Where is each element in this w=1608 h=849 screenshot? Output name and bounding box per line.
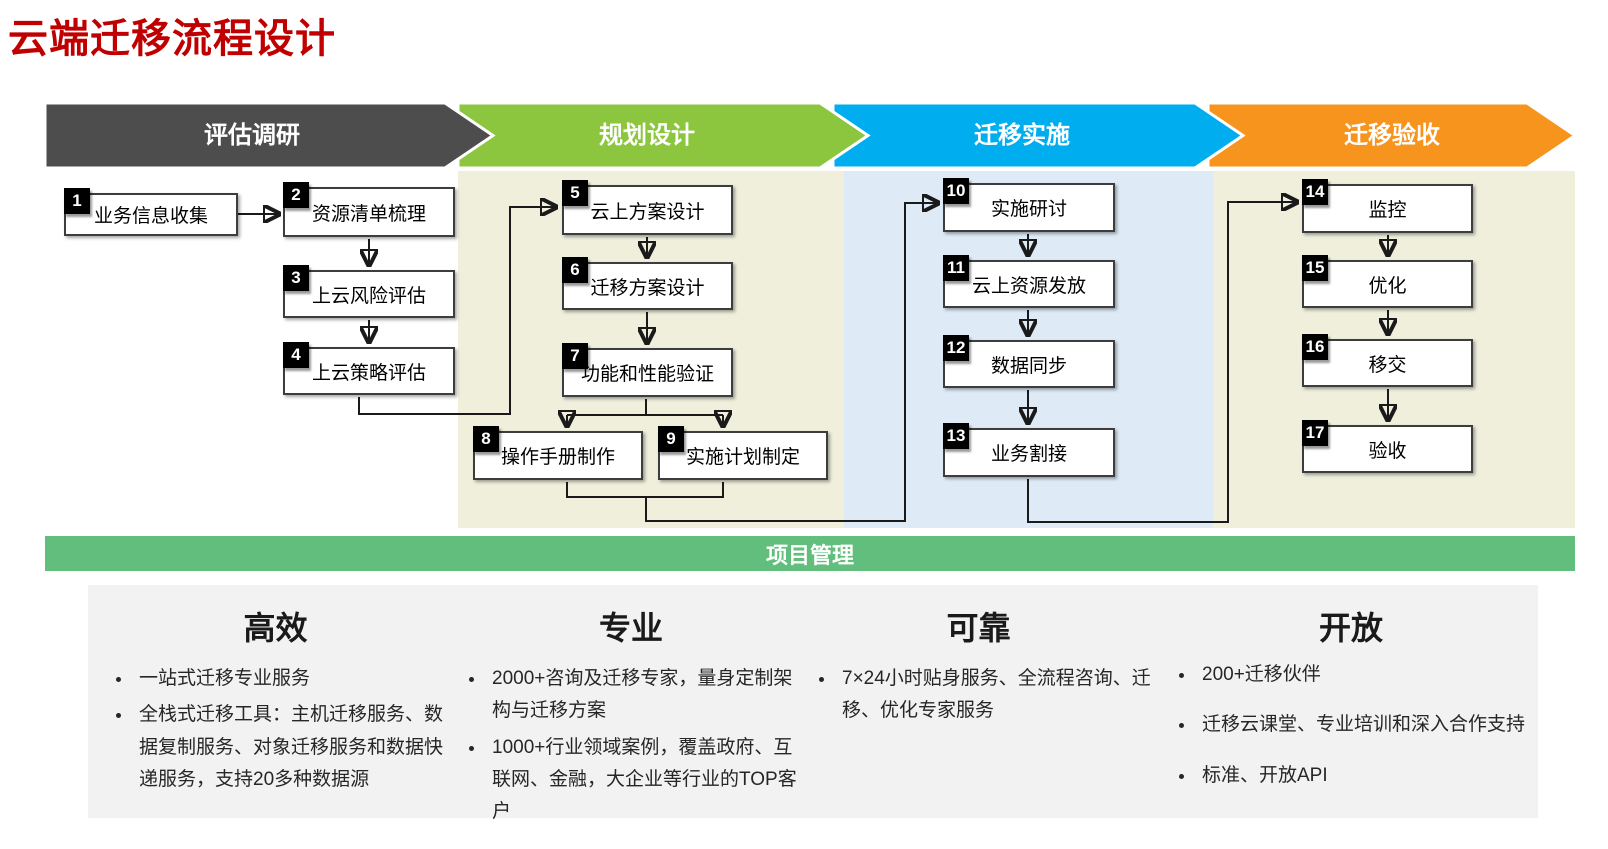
flow-box-label: 迁移方案设计 [590,277,705,299]
flow-box-label: 实施计划制定 [685,447,800,468]
step-number: 2 [283,182,309,208]
step-number: 17 [1302,420,1328,446]
phase-label-acceptance: 迁移验收 [1344,122,1440,149]
step-number: 8 [473,426,499,452]
flow-box-13: 13 业务割接 [943,423,1115,477]
flow-box-10: 10 实施研讨 [943,178,1115,232]
flow-box-label: 云上资源发放 [971,275,1086,297]
step-number: 15 [1302,255,1328,281]
project-bar: 项目管理 [45,536,1575,571]
step-number: 3 [283,265,309,291]
benefit-title: 可靠 [946,610,1011,646]
flow-box-label: 移交 [1368,354,1407,376]
flow-box-17: 17 验收 [1302,420,1473,473]
step-number: 11 [943,255,969,281]
flow-box-label: 上云策略评估 [311,362,426,384]
benefit-list: 200+迁移伙伴迁移云课堂、专业培训和深入合作支持标准、开放API [1166,659,1536,792]
flow-box-label: 功能和性能验证 [580,364,714,385]
benefit-item: 7×24小时贴身服务、全流程咨询、迁移、优化专家服务 [836,663,1151,728]
benefit-title: 专业 [598,610,663,646]
flow-box-12: 12 数据同步 [943,335,1115,388]
step-number: 4 [283,342,309,368]
flow-box-label: 业务割接 [990,444,1067,465]
benefit-col-professional: 专业 2000+咨询及迁移专家，量身定制架构与迁移方案1000+行业领域案例，覆… [456,595,806,832]
benefit-item: 2000+咨询及迁移专家，量身定制架构与迁移方案 [486,663,806,728]
step-number: 7 [562,343,588,369]
flow-box-14: 14 监控 [1302,179,1473,233]
benefit-title: 高效 [243,610,308,646]
benefit-col-efficient: 高效 一站式迁移专业服务全栈式迁移工具：主机迁移服务、数据复制服务、对象迁移服务… [103,595,448,800]
flow-box-label: 实施研讨 [990,199,1067,220]
flow-box-label: 监控 [1368,200,1407,221]
phase-band-assessment [43,101,496,170]
flow-box-label: 验收 [1368,440,1407,462]
step-number: 1 [64,188,90,214]
benefit-item: 一站式迁移专业服务 [133,663,448,695]
benefit-list: 一站式迁移专业服务全栈式迁移工具：主机迁移服务、数据复制服务、对象迁移服务和数据… [103,663,448,796]
step-number: 10 [943,178,969,204]
flow-box-16: 16 移交 [1302,334,1473,387]
step-number: 16 [1302,334,1328,360]
benefit-list: 7×24小时贴身服务、全流程咨询、迁移、优化专家服务 [806,663,1151,728]
step-number: 6 [562,257,588,283]
step-number: 14 [1302,179,1328,205]
benefit-col-open: 开放 200+迁移伙伴迁移云课堂、专业培训和深入合作支持标准、开放API [1166,595,1536,810]
flow-box-label: 业务信息收集 [93,206,208,227]
benefit-title: 开放 [1318,610,1383,646]
benefits-panel: 高效 一站式迁移专业服务全栈式迁移工具：主机迁移服务、数据复制服务、对象迁移服务… [88,585,1538,822]
step-number: 13 [943,423,969,449]
flow-box-15: 15 优化 [1302,255,1473,308]
benefit-item: 全栈式迁移工具：主机迁移服务、数据复制服务、对象迁移服务和数据快递服务，支持20… [133,699,448,796]
flow-box-label: 资源清单梳理 [311,203,426,225]
project-bar-label: 项目管理 [765,542,854,568]
phase-label-planning: 规划设计 [599,122,695,149]
flow-box-label: 上云风险评估 [311,285,426,307]
phase-chevrons [43,101,1578,170]
page-title: 云端迁移流程设计 [8,17,336,61]
step-number: 9 [658,426,684,452]
flow-box-label: 云上方案设计 [590,201,705,223]
benefit-item: 标准、开放API [1196,760,1536,792]
benefit-item: 迁移云课堂、专业培训和深入合作支持 [1196,709,1536,741]
step-number: 5 [562,180,588,206]
phase-label-implementation: 迁移实施 [974,122,1070,149]
step-number: 12 [943,335,969,361]
benefit-item: 200+迁移伙伴 [1196,659,1536,691]
flow-box-label: 优化 [1368,275,1407,297]
phase-header-strip: 评估调研 规划设计 迁移实施 迁移验收 [43,101,1578,170]
flow-box-label: 数据同步 [990,355,1067,377]
phase-label-assessment: 评估调研 [204,122,300,149]
benefit-list: 2000+咨询及迁移专家，量身定制架构与迁移方案1000+行业领域案例，覆盖政府… [456,663,806,828]
flow-box-label: 操作手册制作 [500,447,615,468]
benefit-item: 1000+行业领域案例，覆盖政府、互联网、金融，大企业等行业的TOP客户 [486,732,806,829]
benefit-col-reliable: 可靠 7×24小时贴身服务、全流程咨询、迁移、优化专家服务 [806,595,1151,732]
